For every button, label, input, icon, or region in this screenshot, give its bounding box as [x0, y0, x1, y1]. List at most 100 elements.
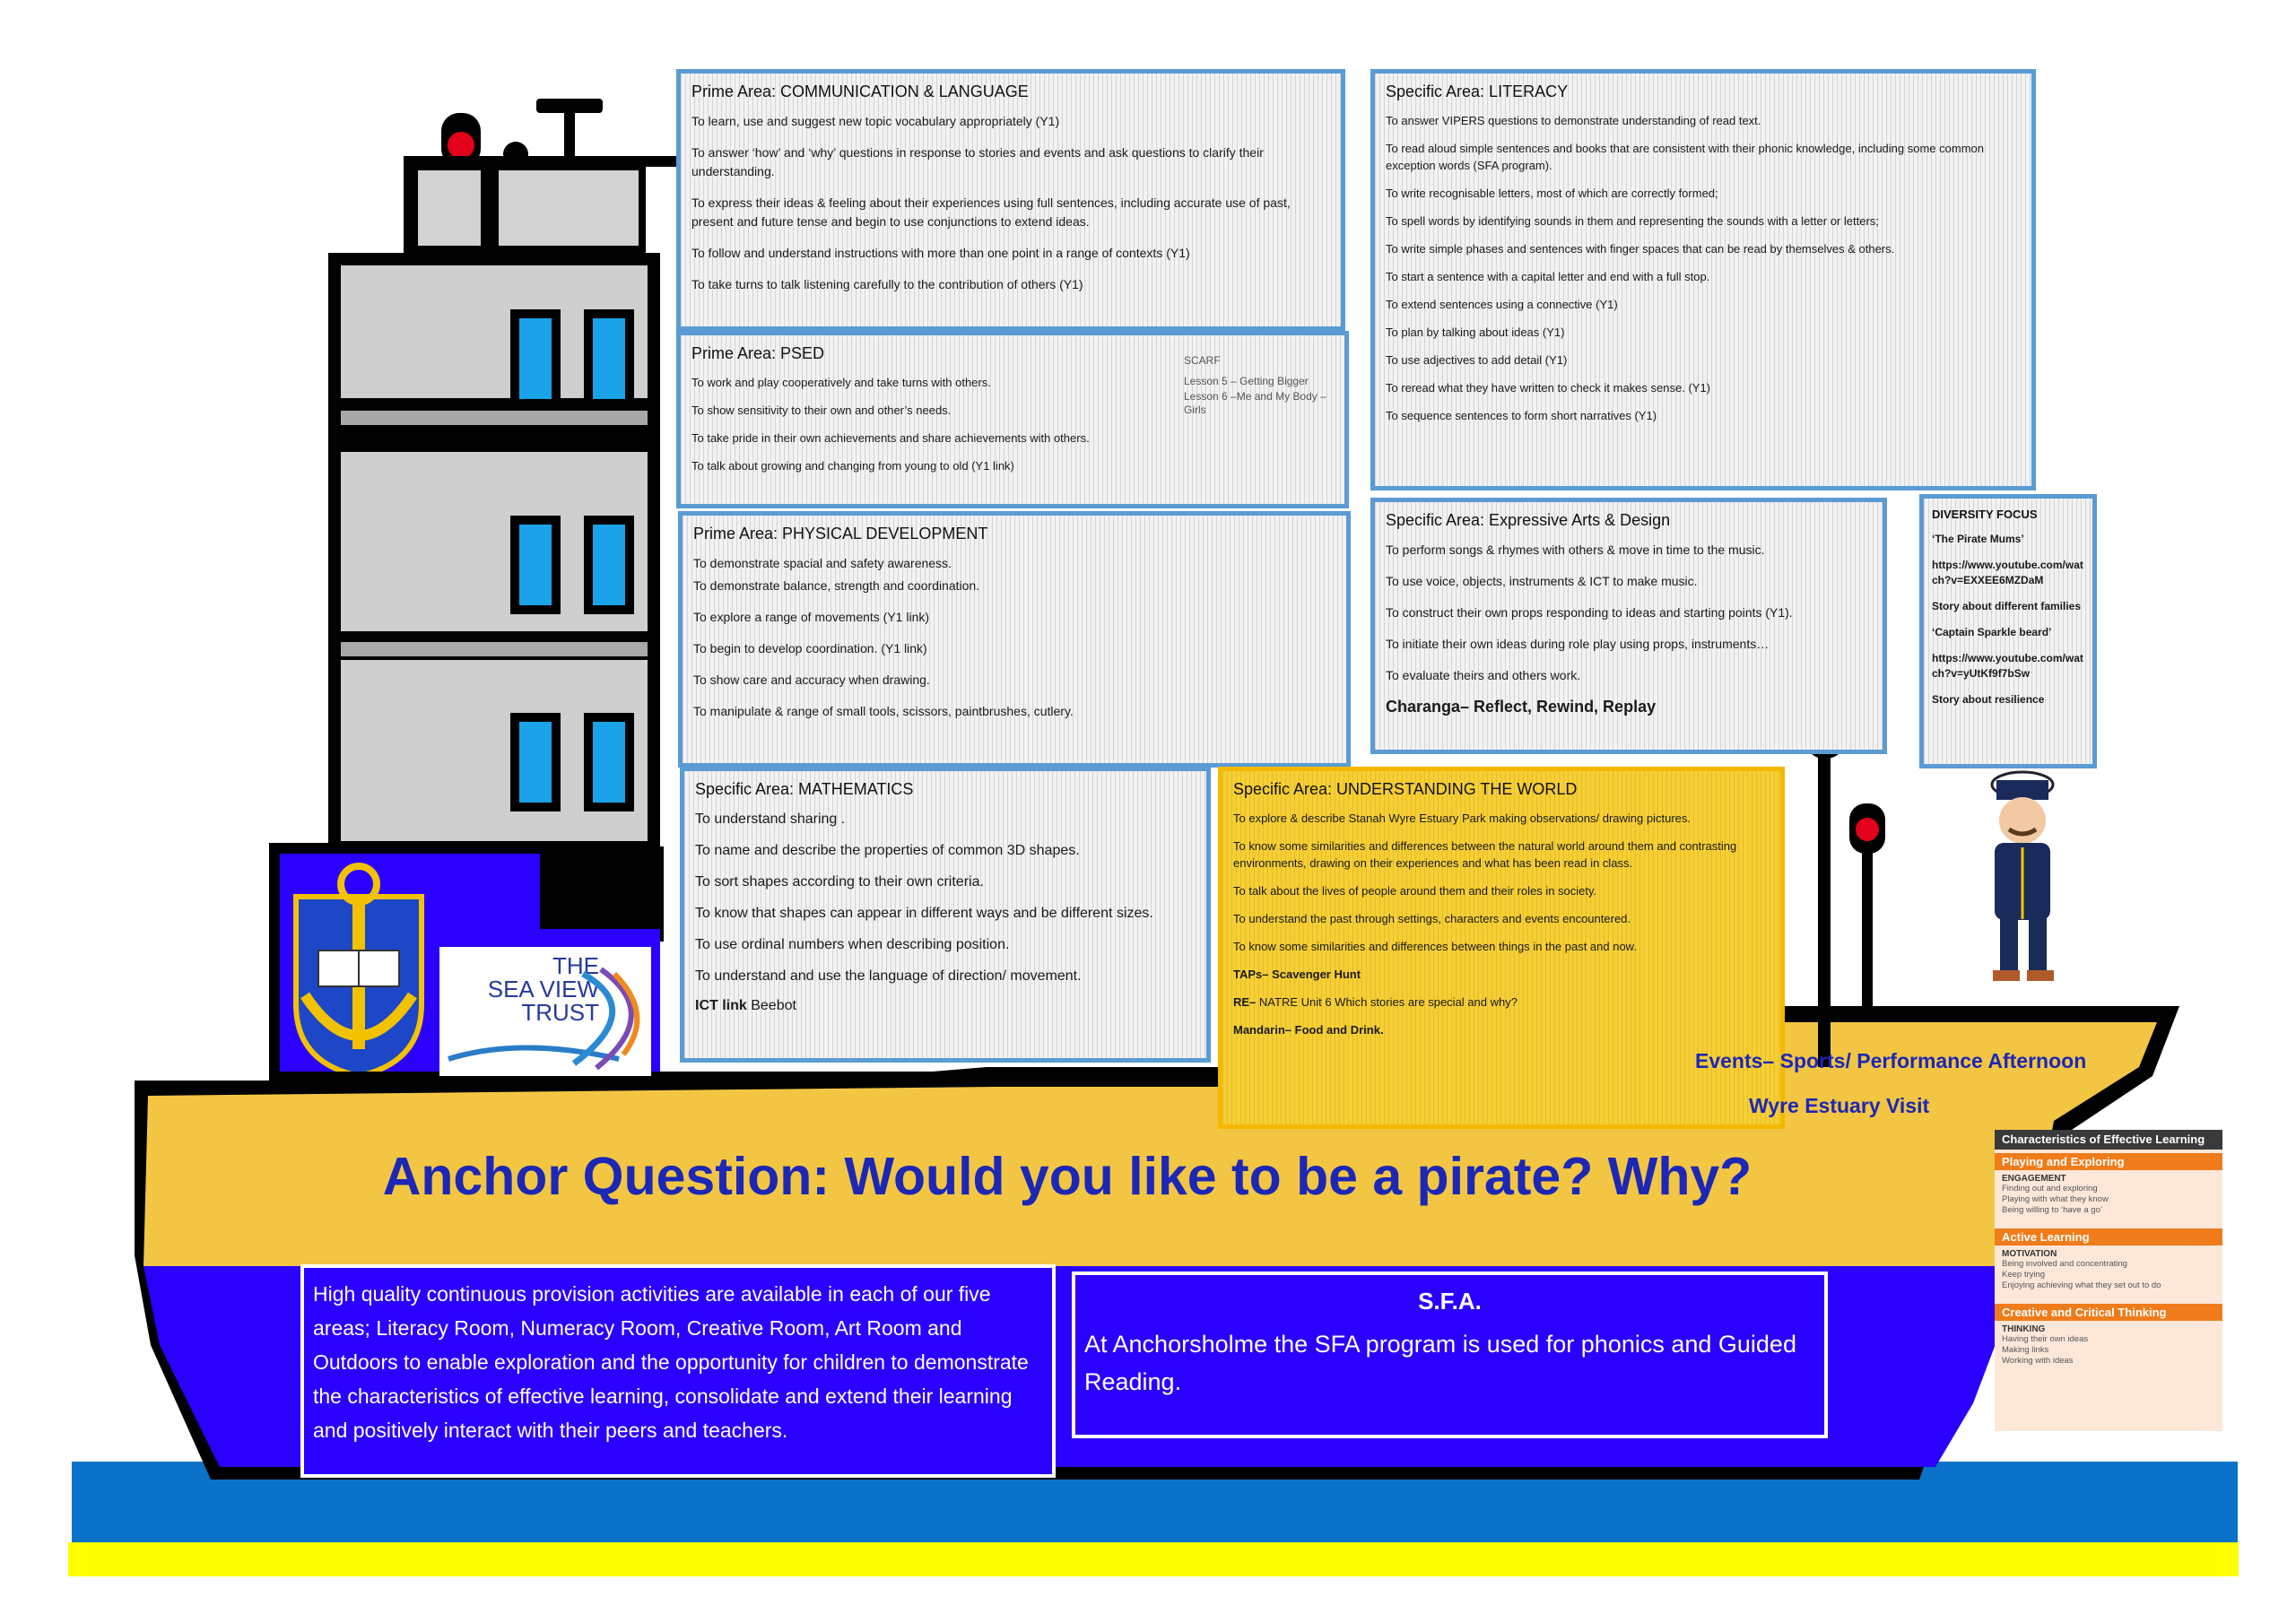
logo-swoosh-icon: [448, 967, 640, 1071]
panel-title: Specific Area: Expressive Arts & Design: [1386, 511, 1671, 529]
panel-title: Prime Area: PSED: [691, 344, 825, 362]
list-item: To explore a range of movements (Y1 link…: [693, 610, 930, 624]
list-item: To take turns to talk listening carefull…: [691, 277, 1083, 291]
understanding-world-panel: Specific Area: UNDERSTANDING THE WORLD T…: [1218, 767, 1785, 1129]
list-item: To begin to develop coordination. (Y1 li…: [693, 641, 927, 655]
ship-superstructure: [328, 253, 664, 942]
list-item: To manipulate & range of small tools, sc…: [693, 704, 1074, 718]
list-item: To show care and accuracy when drawing.: [693, 673, 930, 687]
coel-item: Working with ideas: [2002, 1356, 2074, 1366]
list-item: To answer ‘how’ and ‘why’ questions in r…: [691, 145, 1264, 178]
ict-link: ICT link Beebot: [695, 998, 1196, 1014]
ict-value: Beebot: [746, 998, 796, 1013]
list-item: To show sensitivity to their own and oth…: [691, 404, 952, 417]
psed-panel: Prime Area: PSED To work and play cooper…: [676, 331, 1349, 508]
captain-icon: [1990, 770, 2055, 981]
list-item: To talk about the lives of people around…: [1233, 884, 1597, 898]
coel-keyword: THINKING: [2002, 1324, 2046, 1334]
list-item: To spell words by identifying sounds in …: [1386, 214, 1879, 228]
charanga-label: Charanga– Reflect, Rewind, Replay: [1386, 698, 1657, 716]
list-item: To name and describe the properties of c…: [695, 843, 1080, 858]
list-item: RE– NATRE Unit 6 Which stories are speci…: [1233, 994, 1770, 1011]
re-label: RE–: [1233, 995, 1257, 1009]
coel-keyword: ENGAGEMENT: [2002, 1174, 2066, 1184]
coel-item: Playing with what they know: [2002, 1194, 2109, 1204]
list-item: To know that shapes can appear in differ…: [695, 906, 1153, 921]
coel-item: Finding out and exploring: [2002, 1184, 2098, 1193]
list-item: To initiate their own ideas during role …: [1386, 637, 1770, 651]
coel-section: Playing and Exploring: [1995, 1153, 2222, 1170]
list-item: To understand and use the language of di…: [695, 968, 1082, 984]
coel-item: Being willing to ‘have a go’: [2002, 1205, 2102, 1215]
list-item: To express their ideas & feeling about t…: [691, 195, 1291, 229]
list-item: To write simple phases and sentences wit…: [1386, 242, 1895, 256]
diversity-focus-panel: DIVERSITY FOCUS ‘The Pirate Mums’ https:…: [1919, 494, 2097, 768]
re-value: NATRE Unit 6 Which stories are special a…: [1256, 995, 1518, 1009]
list-item: Mandarin– Food and Drink.: [1233, 1023, 1384, 1037]
list-item: To perform songs & rhymes with others & …: [1386, 542, 1765, 557]
scarf-lesson: Lesson 6 –Me and My Body – Girls: [1184, 390, 1326, 416]
coel-item: Enjoying achieving what they set out to …: [2002, 1280, 2161, 1290]
list-item: Story about resilience: [1932, 693, 2045, 706]
coel-section: Active Learning: [1995, 1228, 2222, 1245]
logo-text: THE SEA VIEW TRUST: [474, 954, 599, 1024]
list-item: ‘The Pirate Mums’: [1932, 533, 2024, 545]
literacy-panel: Specific Area: LITERACY To answer VIPERS…: [1370, 69, 2036, 490]
panel-title: Specific Area: MATHEMATICS: [695, 780, 914, 798]
coel-keyword: MOTIVATION: [2002, 1249, 2057, 1259]
list-item: To demonstrate spacial and safety awaren…: [693, 556, 952, 570]
list-item: To use adjectives to add detail (Y1): [1386, 353, 1568, 367]
list-item: To write recognisable letters, most of w…: [1386, 187, 1718, 200]
coel-title: Characteristics of Effective Learning: [1995, 1130, 2222, 1150]
list-item: To understand sharing .: [695, 812, 846, 827]
list-item: To understand the past through settings,…: [1233, 912, 1631, 925]
provision-box: High quality continuous provision activi…: [300, 1264, 1056, 1478]
panel-title: Specific Area: LITERACY: [1386, 82, 1569, 100]
list-item: To start a sentence with a capital lette…: [1386, 270, 1710, 283]
list-item: To explore & describe Stanah Wyre Estuar…: [1233, 812, 1692, 825]
school-crest: [293, 863, 424, 1080]
list-item[interactable]: https://www.youtube.com/watch?v=yUtKf9f7…: [1932, 652, 2083, 680]
list-item[interactable]: https://www.youtube.com/watch?v=EXXEE6MZ…: [1932, 559, 2083, 586]
logo-line: TRUST: [521, 999, 599, 1026]
panel-title: Prime Area: COMMUNICATION & LANGUAGE: [691, 82, 1029, 100]
scarf-title: SCARF: [1184, 354, 1221, 367]
list-item: To work and play cooperatively and take …: [691, 376, 991, 389]
scarf-lesson: Lesson 5 – Getting Bigger: [1184, 375, 1309, 387]
list-item: To use ordinal numbers when describing p…: [695, 937, 1010, 952]
list-item: ‘Captain Sparkle beard’: [1932, 626, 2052, 638]
logo-line: SEA VIEW: [487, 976, 599, 1002]
list-item: To sort shapes according to their own cr…: [695, 874, 984, 890]
list-item: To read aloud simple sentences and books…: [1386, 142, 1984, 172]
expressive-arts-panel: Specific Area: Expressive Arts & Design …: [1370, 498, 1887, 754]
events-visit: Wyre Estuary Visit: [1749, 1094, 1930, 1117]
sfa-box: S.F.A. At Anchorsholme the SFA program i…: [1072, 1271, 1828, 1438]
anchor-question: Anchor Question: Would you like to be a …: [382, 1147, 1752, 1206]
sfa-title: S.F.A.: [1418, 1288, 1482, 1315]
ict-label: ICT link: [695, 998, 747, 1013]
sand-strip: [68, 1542, 2239, 1576]
coel-item: Keep trying: [2002, 1270, 2046, 1280]
panel-title: Specific Area: UNDERSTANDING THE WORLD: [1233, 780, 1578, 798]
list-item: To follow and understand instructions wi…: [691, 246, 1190, 260]
panel-title: DIVERSITY FOCUS: [1932, 508, 2038, 521]
sfa-text: At Anchorsholme the SFA program is used …: [1084, 1331, 1796, 1395]
list-item: To reread what they have written to chec…: [1386, 381, 1711, 395]
list-item: To know some similarities and difference…: [1233, 940, 1637, 953]
list-item: To answer VIPERS questions to demonstrat…: [1386, 114, 1761, 127]
list-item: To learn, use and suggest new topic voca…: [691, 114, 1060, 128]
list-item: To sequence sentences to form short narr…: [1386, 409, 1657, 422]
coel-card: Characteristics of Effective Learning Pl…: [1995, 1130, 2222, 1431]
list-item: To take pride in their own achievements …: [691, 431, 1090, 445]
coel-section: Creative and Critical Thinking: [1995, 1304, 2222, 1321]
coel-item: Having their own ideas: [2002, 1334, 2089, 1344]
list-item: TAPs– Scavenger Hunt: [1233, 968, 1361, 981]
list-item: To talk about growing and changing from …: [691, 459, 1014, 473]
communication-language-panel: Prime Area: COMMUNICATION & LANGUAGE To …: [676, 69, 1345, 331]
list-item: To construct their own props responding …: [1386, 605, 1793, 620]
coel-item: Making links: [2002, 1345, 2049, 1355]
list-item: To demonstrate balance, strength and coo…: [693, 578, 980, 593]
coel-item: Being involved and concentrating: [2002, 1259, 2127, 1269]
physical-development-panel: Prime Area: PHYSICAL DEVELOPMENT To demo…: [678, 511, 1351, 768]
scarf-note: SCARF Lesson 5 – Getting Bigger Lesson 6…: [1184, 354, 1345, 424]
